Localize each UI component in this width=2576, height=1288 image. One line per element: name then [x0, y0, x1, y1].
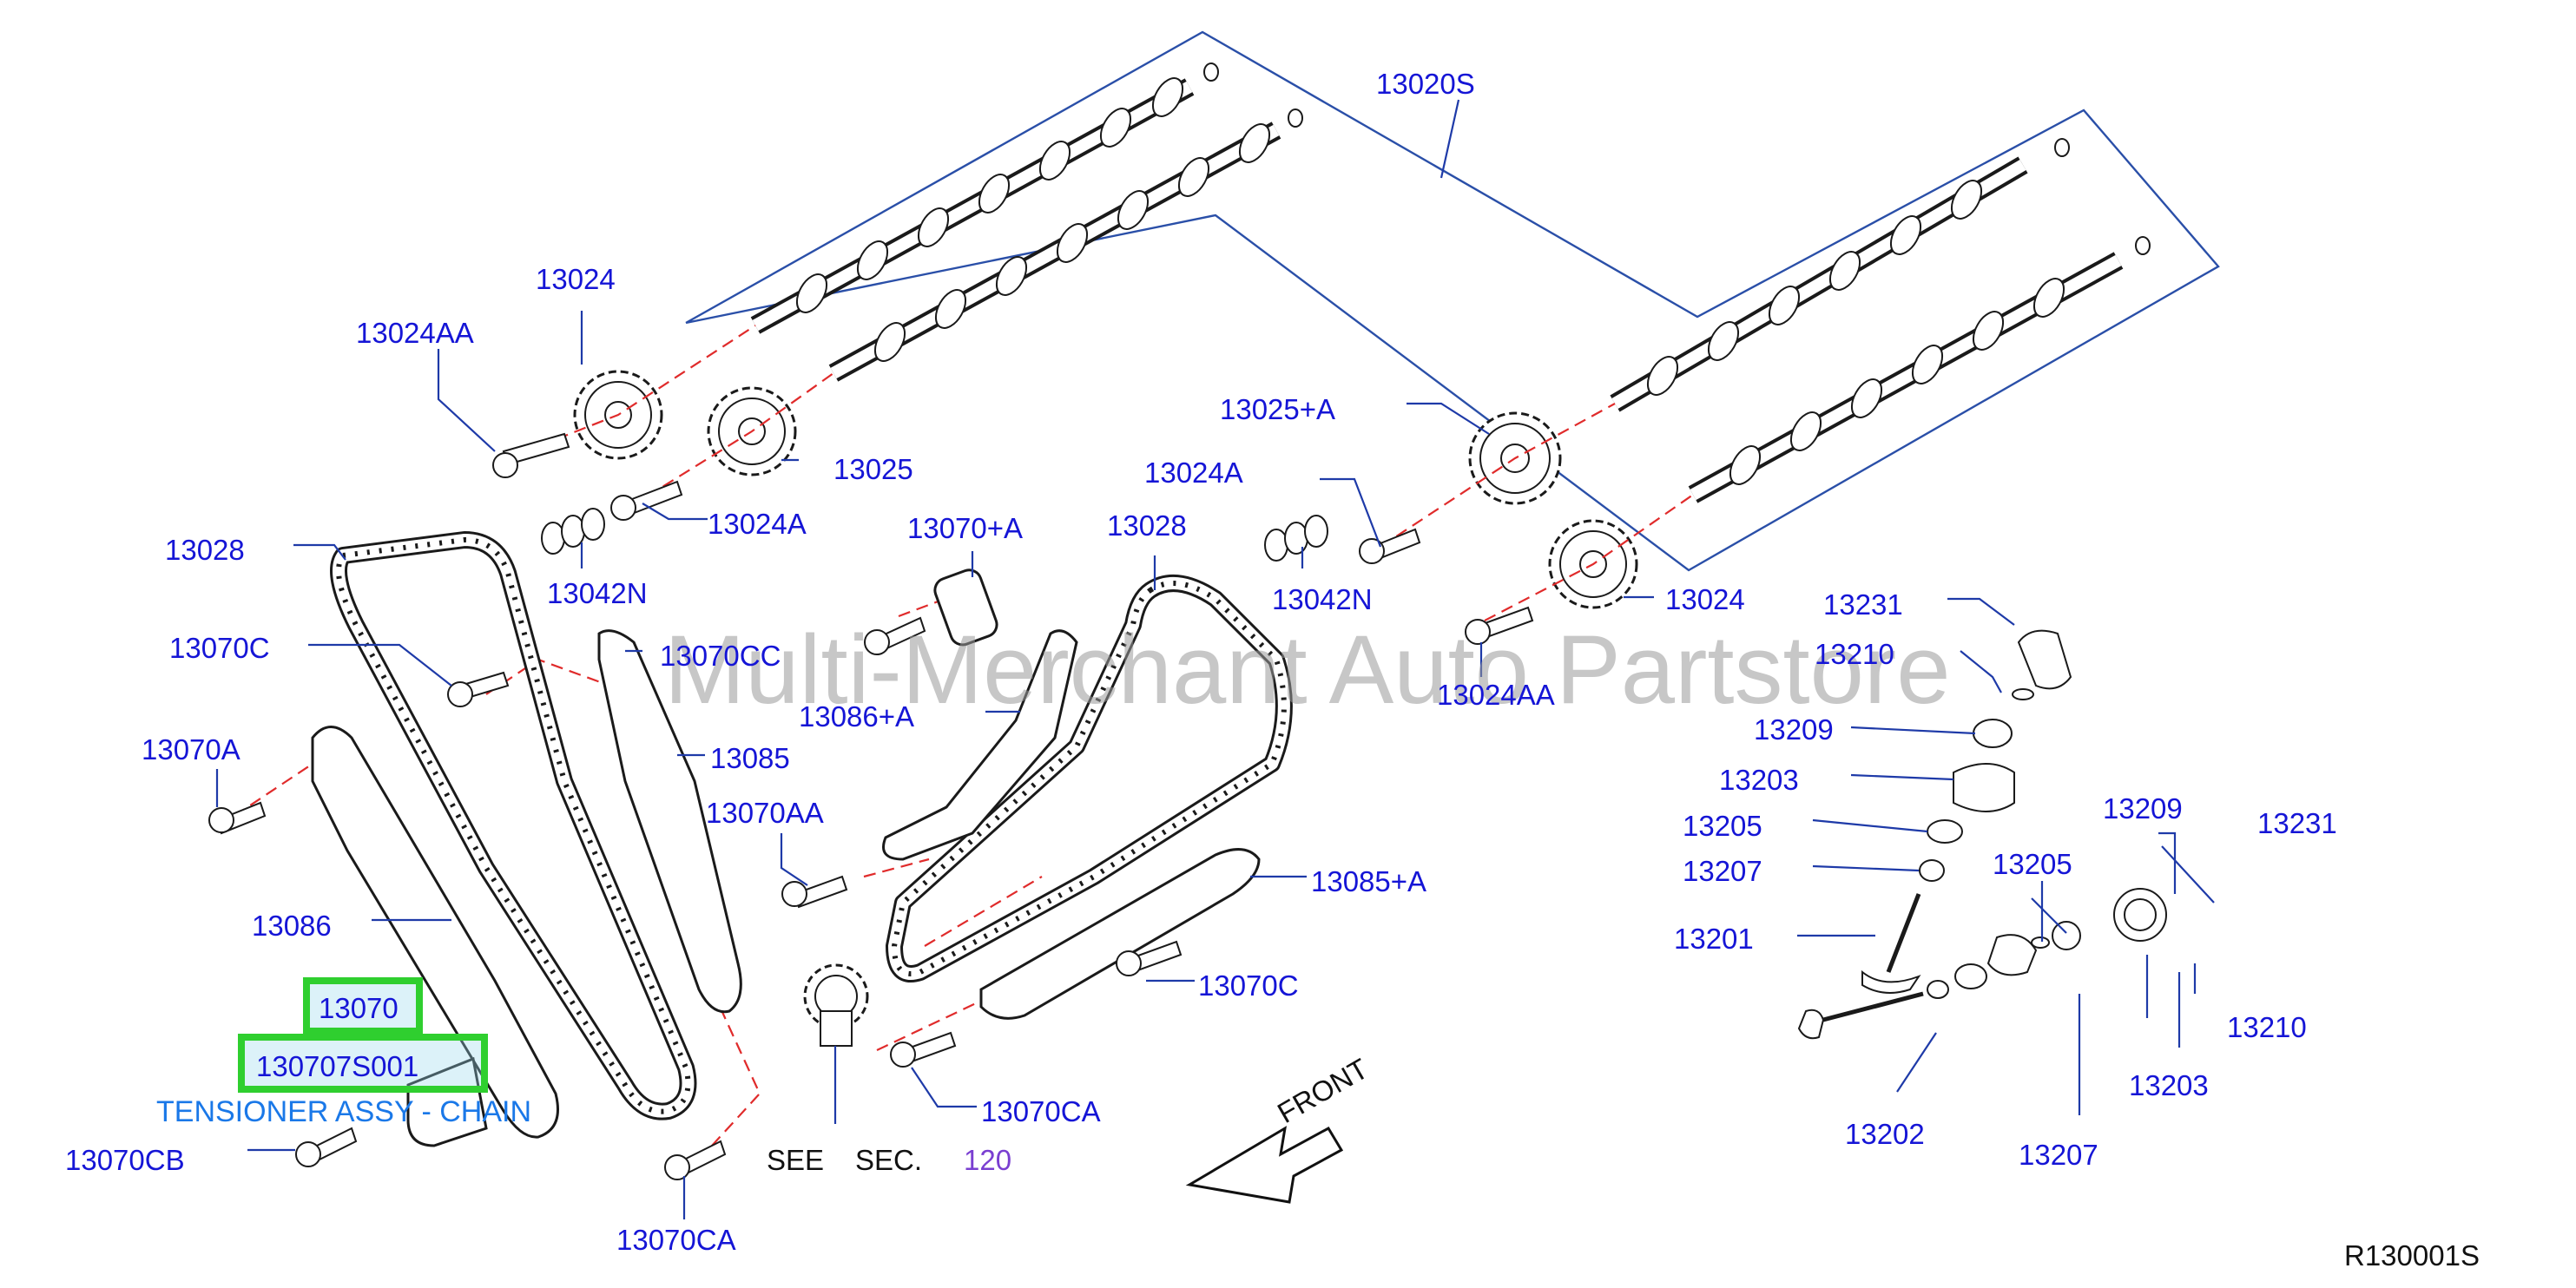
label-13202[interactable]: 13202: [1845, 1118, 1925, 1150]
front-direction-arrow: FRONT: [1185, 1052, 1374, 1204]
label-13070C-right[interactable]: 13070C: [1198, 969, 1299, 1002]
label-13024-top[interactable]: 13024: [536, 263, 616, 295]
label-13231-top[interactable]: 13231: [1823, 588, 1903, 621]
crank-sprocket: [803, 963, 869, 1047]
label-13203-bottom[interactable]: 13203: [2129, 1069, 2209, 1101]
sec-text: SEC.: [855, 1144, 922, 1176]
label-13025[interactable]: 13025: [833, 453, 913, 485]
label-13070CB[interactable]: 13070CB: [65, 1144, 185, 1176]
label-13070AA[interactable]: 13070AA: [706, 797, 824, 829]
label-13020S[interactable]: 13020S: [1376, 68, 1475, 100]
label-13201[interactable]: 13201: [1674, 923, 1754, 955]
label-13205-left[interactable]: 13205: [1683, 810, 1762, 842]
label-13203-left[interactable]: 13203: [1719, 764, 1799, 796]
label-13024-right[interactable]: 13024: [1665, 583, 1745, 615]
tensioner-13070: [406, 1056, 488, 1147]
label-13025plusA[interactable]: 13025+A: [1220, 393, 1335, 425]
highlight-130707S001: [238, 1034, 488, 1093]
highlight-13070: [303, 977, 423, 1035]
label-13042N-left[interactable]: 13042N: [547, 577, 648, 609]
camshaft-right-pair: [1610, 138, 2151, 503]
label-13085[interactable]: 13085: [710, 742, 790, 774]
front-label: FRONT: [1272, 1052, 1374, 1129]
label-13024AA-right[interactable]: 13024AA: [1437, 679, 1555, 711]
label-13231-right[interactable]: 13231: [2257, 807, 2337, 839]
chain-guide-13086plusA: [882, 629, 1078, 861]
see-text: SEE: [767, 1144, 824, 1176]
label-13028-left[interactable]: 13028: [165, 534, 245, 566]
timing-chain-left: [330, 531, 697, 1120]
camshaft-group-outline: [685, 30, 2220, 572]
label-13210-right[interactable]: 13210: [2227, 1011, 2307, 1043]
chain-guide-13086: [311, 726, 559, 1139]
part-labels: 13020S 13024 13024AA 13025 13024A 13042N…: [65, 68, 2337, 1256]
label-13209-right[interactable]: 13209: [2103, 792, 2183, 825]
label-130707S001[interactable]: 130707S001: [256, 1050, 418, 1082]
leader-lines: [215, 311, 2215, 1219]
chain-guide-13085plusA: [979, 848, 1261, 1020]
label-13205-right[interactable]: 13205: [1993, 848, 2072, 880]
label-13070CA-bottom[interactable]: 13070CA: [616, 1224, 736, 1256]
see-section-reference: SEE SEC. 120: [767, 1144, 1011, 1176]
tensioner-13070plusA: [933, 568, 998, 647]
label-13070plusA[interactable]: 13070+A: [907, 512, 1023, 544]
timing-chain-right: [886, 575, 1293, 982]
label-13042N-right[interactable]: 13042N: [1272, 583, 1373, 615]
bolts: [208, 432, 1534, 1180]
label-13070CC[interactable]: 13070CC: [660, 640, 781, 672]
label-13086[interactable]: 13086: [252, 910, 332, 942]
label-13085plusA[interactable]: 13085+A: [1311, 865, 1426, 897]
camshaft-left-pair: [750, 62, 1303, 382]
washers-13042N: [541, 508, 1328, 562]
label-13070A[interactable]: 13070A: [142, 733, 240, 766]
label-13070CA-right[interactable]: 13070CA: [981, 1095, 1101, 1127]
label-13028-right[interactable]: 13028: [1107, 509, 1187, 542]
label-tensioner-description: TENSIONER ASSY - CHAIN: [156, 1095, 531, 1128]
label-13024A-right[interactable]: 13024A: [1144, 457, 1243, 489]
label-13070[interactable]: 13070: [319, 992, 399, 1024]
section-ref-link[interactable]: 120: [964, 1144, 1011, 1176]
label-13086plusA[interactable]: 13086+A: [799, 700, 914, 733]
label-13207-bottom[interactable]: 13207: [2019, 1139, 2098, 1171]
chain-guide-13085: [597, 629, 742, 1014]
diagram-code: R130001S: [2344, 1239, 2480, 1272]
label-13024AA-left[interactable]: 13024AA: [356, 317, 474, 349]
label-13207-left[interactable]: 13207: [1683, 855, 1762, 887]
label-13024A-left[interactable]: 13024A: [708, 508, 807, 540]
watermark-text: Multi-Merchant Auto Partstore: [664, 615, 1950, 724]
label-13209-left[interactable]: 13209: [1754, 713, 1834, 746]
label-13210-top[interactable]: 13210: [1815, 638, 1894, 670]
label-13070C-left[interactable]: 13070C: [169, 632, 270, 664]
